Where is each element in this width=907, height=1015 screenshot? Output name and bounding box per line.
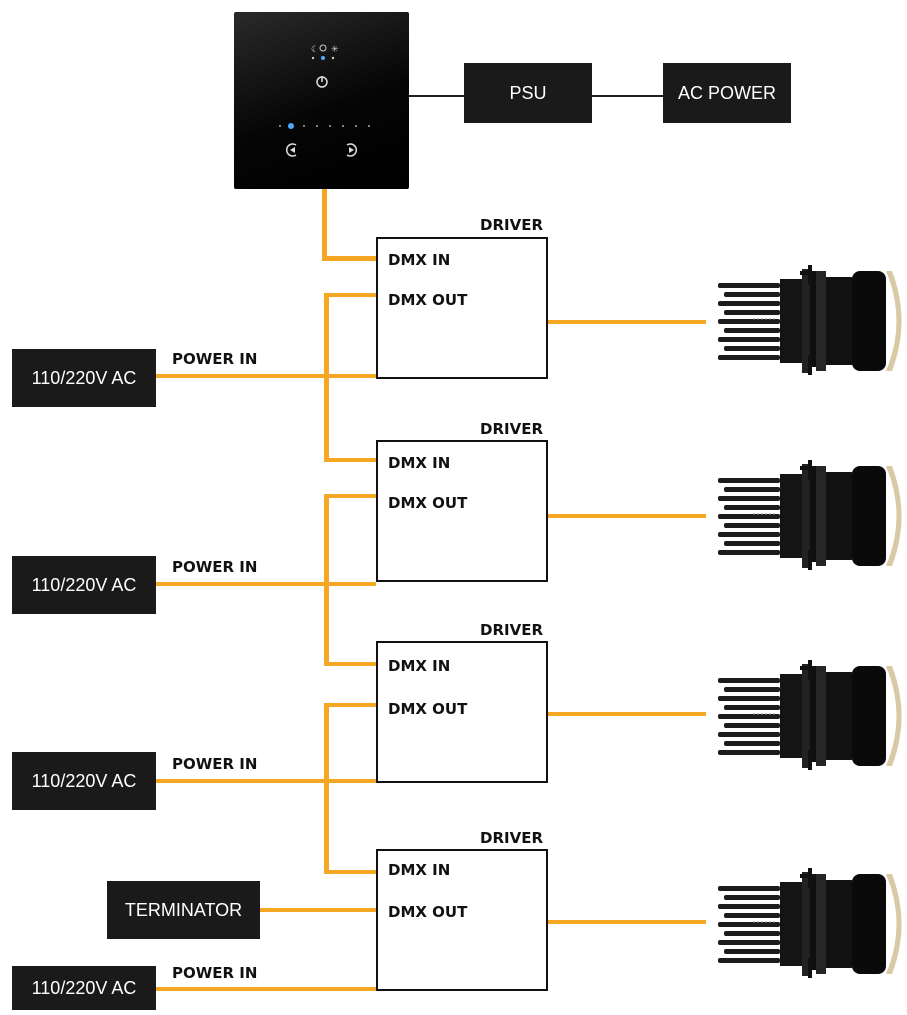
driver-title: DRIVER	[480, 216, 543, 234]
psu-box: PSU	[464, 63, 592, 123]
psu-label: PSU	[509, 82, 547, 103]
dmx-chain-cable-h	[324, 458, 376, 462]
terminator-label: TERMINATOR	[124, 899, 243, 920]
power-cable	[156, 779, 376, 783]
dmx-out-cable	[324, 703, 376, 707]
power-source-box: 110/220V AC	[12, 349, 156, 407]
driver-title: DRIVER	[480, 829, 543, 847]
dmx-chain-cable	[324, 494, 329, 665]
dmx-chain-cable	[324, 703, 329, 873]
next-icon[interactable]	[346, 143, 357, 157]
controller-panel: ☾ ✳	[234, 12, 409, 189]
fixture-cable	[548, 320, 706, 324]
ac-power-box: AC POWER	[663, 63, 791, 123]
power-cable	[156, 582, 376, 586]
light-fixture-icon	[718, 460, 902, 570]
power-cable	[156, 987, 376, 991]
terminator-cable	[260, 908, 376, 912]
power-source-label: 110/220V AC	[31, 977, 137, 998]
driver-title: DRIVER	[480, 621, 543, 639]
power-in-label: POWER IN	[172, 558, 258, 576]
driver-3: DMX IN DMX OUT	[376, 641, 548, 783]
dmx-chain-cable-h	[324, 662, 376, 666]
dmx-in-label: DMX IN	[388, 657, 451, 675]
dmx-in-label: DMX IN	[388, 454, 451, 472]
dmx-out-cable	[324, 293, 376, 297]
power-source-label: 110/220V AC	[31, 770, 137, 791]
fixture-cable	[548, 712, 706, 716]
dmx-out-cable	[324, 494, 376, 498]
dmx-out-label: DMX OUT	[388, 494, 468, 512]
power-in-label: POWER IN	[172, 350, 258, 368]
driver-title: DRIVER	[480, 420, 543, 438]
dmx-out-label: DMX OUT	[388, 291, 468, 309]
controller-panel-icon: ☾ ✳	[279, 44, 370, 157]
fixture-cable	[548, 514, 706, 518]
light-fixture-icon	[718, 660, 902, 770]
light-fixture-icon	[718, 868, 902, 978]
driver-4: DMX IN DMX OUT	[376, 849, 548, 991]
power-in-label: POWER IN	[172, 755, 258, 773]
driver-1: DMX IN DMX OUT	[376, 237, 548, 379]
power-source-box: 110/220V AC	[12, 966, 156, 1010]
power-source-box: 110/220V AC	[12, 556, 156, 614]
terminator-box: TERMINATOR	[107, 881, 260, 939]
power-source-label: 110/220V AC	[31, 574, 137, 595]
power-source-label: 110/220V AC	[31, 367, 137, 388]
power-icon[interactable]	[316, 76, 328, 88]
power-in-label: POWER IN	[172, 964, 258, 982]
dmx-out-label: DMX OUT	[388, 903, 468, 921]
power-cable	[156, 374, 376, 378]
dmx-chain-cable-h	[324, 870, 376, 874]
controller-psu-cable	[409, 95, 465, 97]
dmx-in-label: DMX IN	[388, 861, 451, 879]
psu-ac-cable	[592, 95, 664, 97]
dmx-in-label: DMX IN	[388, 251, 451, 269]
fixture-cable	[548, 920, 706, 924]
controller-dmx-cable-h	[322, 256, 376, 261]
svg-text:☾: ☾	[311, 45, 319, 55]
dmx-out-label: DMX OUT	[388, 700, 468, 718]
power-source-box: 110/220V AC	[12, 752, 156, 810]
svg-text:✳: ✳	[331, 45, 339, 55]
driver-2: DMX IN DMX OUT	[376, 440, 548, 582]
light-fixture-icon	[718, 265, 902, 375]
ac-power-label: AC POWER	[677, 82, 776, 103]
controller-dmx-cable	[322, 189, 327, 261]
previous-icon[interactable]	[286, 143, 297, 157]
